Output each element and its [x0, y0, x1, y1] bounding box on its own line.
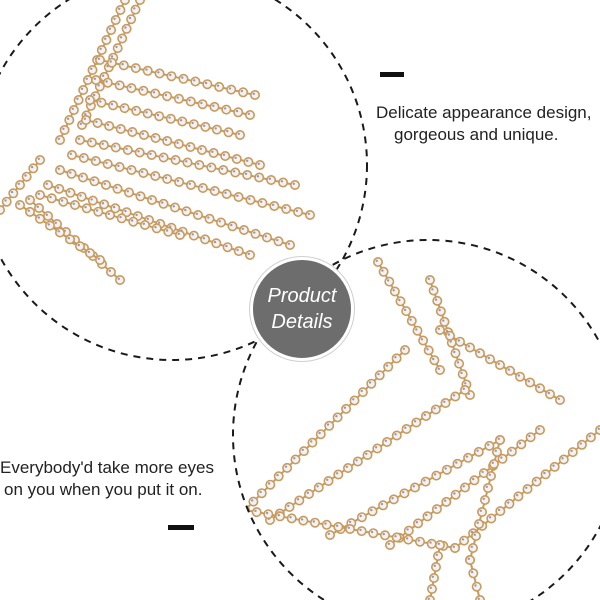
bottom-caption: Everybody'd take more eyes on you when y… — [0, 457, 240, 501]
fringe-chain-photo — [0, 0, 315, 285]
bottom-caption-line-1: Everybody'd take more eyes — [0, 458, 214, 477]
top-caption-line-2: gorgeous and unique. — [394, 125, 559, 144]
badge-line-1: Product — [267, 285, 337, 307]
top-caption: Delicate appearance design, gorgeous and… — [376, 102, 600, 146]
badge-line-2: Details — [271, 311, 333, 333]
bottom-dashed-circle — [232, 239, 600, 600]
product-details-badge: Product Details — [250, 257, 354, 361]
top-caption-line-1: Delicate appearance design, — [376, 103, 592, 122]
cage-chain-photo — [240, 256, 600, 600]
top-dash-marker — [380, 72, 404, 77]
bottom-dash-marker — [168, 525, 194, 530]
bottom-caption-line-2: on you when you put it on. — [4, 480, 203, 499]
top-dashed-circle — [0, 0, 368, 361]
